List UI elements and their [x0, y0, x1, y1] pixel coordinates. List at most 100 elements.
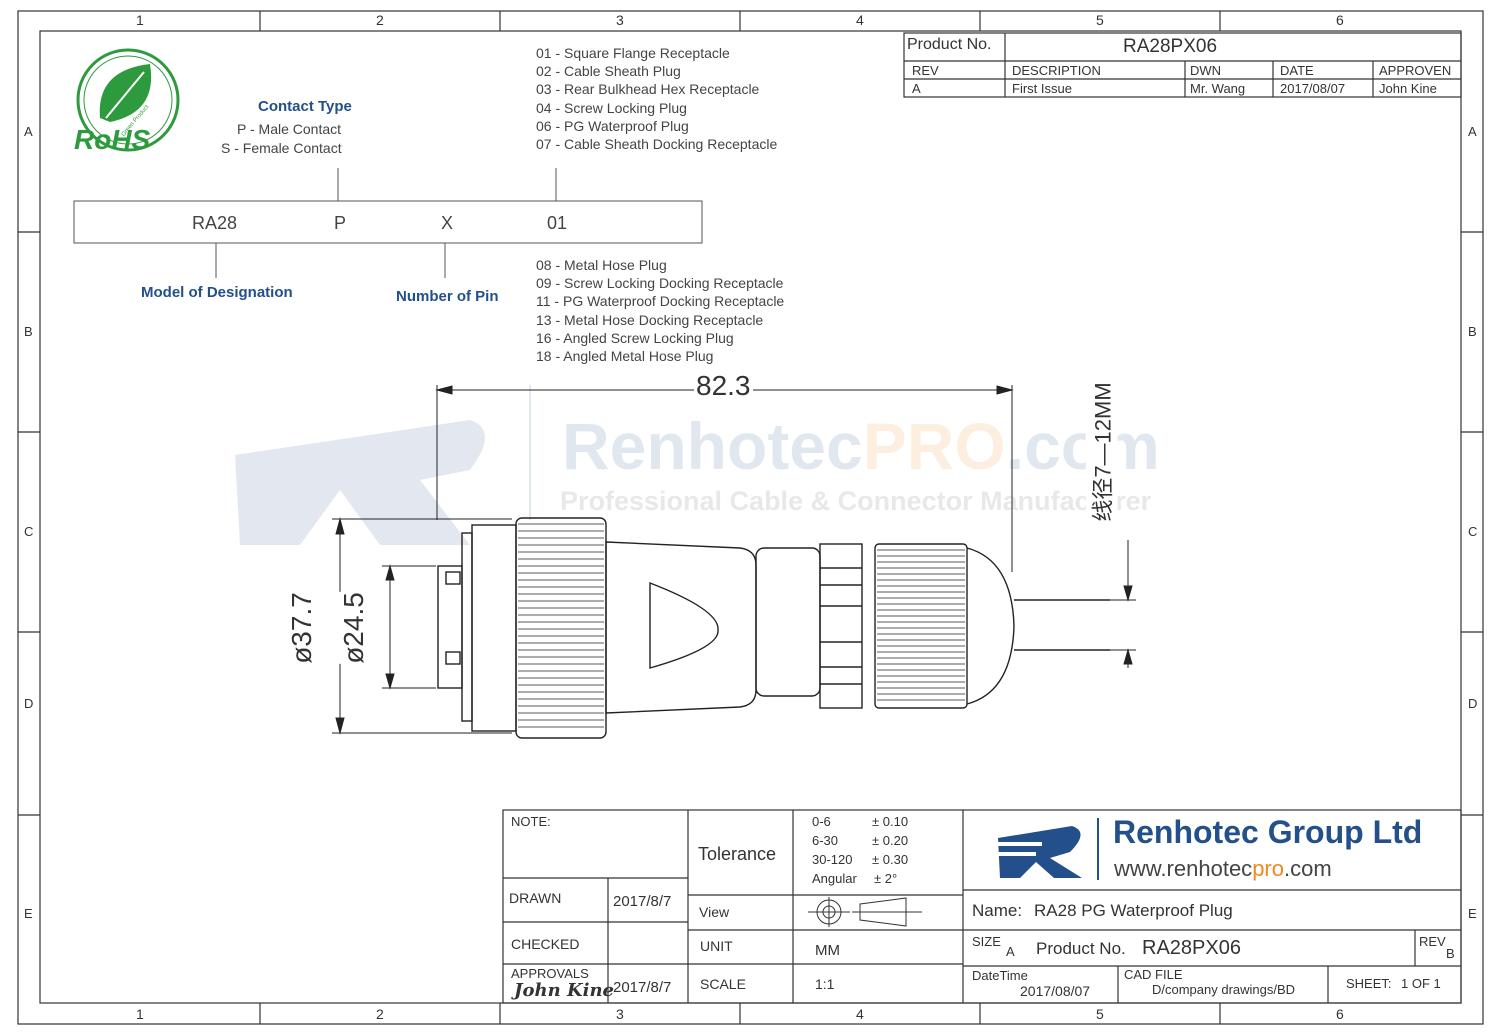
cad-file-value: D/company drawings/BD	[1152, 982, 1296, 997]
sheet-label: SHEET:	[1346, 976, 1392, 991]
connector-type-item: 13 - Metal Hose Docking Receptacle	[536, 311, 764, 328]
hex-nut	[819, 543, 863, 709]
tolerance-range: Angular	[812, 871, 857, 886]
connector-type-list-top: 01 - Square Flange Receptacle 02 - Cable…	[536, 44, 777, 153]
tolerance-row: Angular ± 2°	[812, 869, 908, 888]
checked-label: CHECKED	[511, 936, 580, 952]
view-label: View	[699, 904, 730, 920]
watermark-brand-pro: PRO	[862, 409, 1006, 483]
part-name-value: RA28 PG Waterproof Plug	[1034, 901, 1233, 920]
designation-contact: P	[334, 213, 347, 233]
col-label-6-bottom: 6	[1336, 1006, 1344, 1022]
datetime-label: DateTime	[972, 968, 1028, 983]
cad-file-label: CAD FILE	[1124, 967, 1183, 982]
watermark	[235, 385, 531, 545]
drawn-label: DRAWN	[509, 890, 562, 906]
tolerance-range: 0-6	[812, 814, 831, 829]
connector-type-item: 02 - Cable Sheath Plug	[536, 63, 681, 80]
projection-view-icon	[808, 897, 922, 927]
watermark-brand: Renhotec	[562, 409, 863, 483]
connector-body	[605, 541, 757, 714]
row-label-a: A	[24, 124, 33, 139]
part-name-label: Name:	[972, 901, 1023, 920]
tolerance-row: 0-6 ± 0.10	[812, 812, 908, 831]
rev-header-approven: APPROVEN	[1379, 63, 1452, 78]
watermark-r-logo	[235, 420, 485, 545]
watermark-tagline: Professional Cable & Connector Manufactu…	[560, 486, 1152, 516]
rev-header-dwn: DWN	[1190, 63, 1222, 78]
row-label-c-right: C	[1468, 524, 1478, 539]
company-website: www.renhotecpro.com	[1114, 856, 1332, 882]
row-label-c: C	[24, 524, 34, 539]
company-name: Renhotec Group Ltd	[1113, 814, 1423, 850]
tolerance-range: 6-30	[812, 833, 839, 848]
website-domain: www.renhotec	[1114, 856, 1253, 881]
designation-type: 01	[547, 213, 568, 233]
col-label-5: 5	[1096, 12, 1104, 28]
title-block-grid	[502, 809, 1462, 1004]
connector-type-item: 16 - Angled Screw Locking Plug	[536, 329, 734, 346]
connector-type-item: 03 - Rear Bulkhead Hex Receptacle	[536, 81, 760, 98]
seal-ring	[755, 547, 821, 697]
dimension-inner-diameter: ø24.5	[337, 592, 370, 664]
col-label-1-bottom: 1	[136, 1006, 144, 1022]
rev-row-description: First Issue	[1012, 81, 1072, 96]
product-no-label: Product No.	[1036, 939, 1126, 958]
unit-value: MM	[815, 942, 840, 959]
col-label-2-bottom: 2	[376, 1006, 384, 1022]
approvals-signature: John Kine	[514, 980, 614, 1001]
rev-row-date: 2017/08/07	[1280, 81, 1346, 96]
designation-pins: X	[441, 213, 454, 233]
row-label-e: E	[24, 906, 33, 921]
row-label-e-right: E	[1468, 906, 1477, 921]
rev-header-rev: REV	[912, 63, 939, 78]
note-label: NOTE:	[511, 814, 551, 829]
unit-label: UNIT	[700, 938, 733, 954]
rev-label: REV	[1419, 934, 1446, 949]
tolerance-value: ± 0.30	[872, 852, 909, 867]
connector-drawing	[437, 517, 1110, 739]
rev-header-description: DESCRIPTION	[1012, 63, 1101, 78]
row-label-b: B	[24, 324, 33, 339]
size-label: SIZE	[972, 934, 1001, 949]
designation-graphics	[73, 168, 703, 278]
contact-type-item: S - Female Contact	[221, 140, 342, 156]
dimension-lines	[332, 385, 1136, 735]
connector-type-item: 01 - Square Flange Receptacle	[536, 45, 730, 61]
connector-type-item: 18 - Angled Metal Hose Plug	[536, 348, 714, 365]
col-label-3-bottom: 3	[616, 1006, 624, 1022]
col-label-3: 3	[616, 12, 624, 28]
watermark-brand-com: .com	[1005, 409, 1160, 483]
rev-product-value: RA28PX06	[1123, 36, 1218, 57]
col-label-6: 6	[1336, 12, 1344, 28]
connector-type-item: 11 - PG Waterproof Docking Receptacle	[536, 293, 785, 310]
tolerance-label: Tolerance	[698, 844, 777, 864]
dimension-length: 82.3	[694, 370, 753, 402]
col-label-4-bottom: 4	[856, 1006, 864, 1022]
row-label-a-right: A	[1468, 124, 1477, 139]
connector-type-item: 07 - Cable Sheath Docking Receptacle	[536, 136, 778, 153]
product-no-value: RA28PX06	[1142, 937, 1241, 959]
approvals-date: 2017/8/7	[613, 979, 672, 996]
designation-model: RA28	[192, 213, 238, 233]
col-label-2: 2	[376, 12, 384, 28]
sheet-value: 1 OF 1	[1401, 976, 1441, 991]
approvals-label: APPROVALS	[511, 966, 589, 981]
row-label-d-right: D	[1468, 696, 1478, 711]
tolerance-value: ± 2°	[874, 871, 898, 886]
rev-row-rev: A	[912, 81, 921, 96]
tolerance-row: 6-30± 0.20	[812, 831, 908, 850]
rev-row-approven: John Kine	[1379, 81, 1437, 96]
scale-value: 1:1	[815, 976, 835, 992]
col-label-1: 1	[136, 12, 144, 28]
coupling-nut	[515, 517, 607, 739]
tolerance-range: 30-120	[812, 852, 853, 867]
body-window	[649, 581, 719, 669]
number-of-pin-label: Number of Pin	[396, 288, 499, 305]
rev-product-label: Product No.	[907, 36, 992, 53]
website-pro: pro	[1252, 856, 1284, 881]
dimension-cable-range: 线径7—12MM	[1085, 382, 1118, 522]
row-label-b-right: B	[1468, 324, 1477, 339]
tolerance-value: ± 0.10	[872, 814, 909, 829]
